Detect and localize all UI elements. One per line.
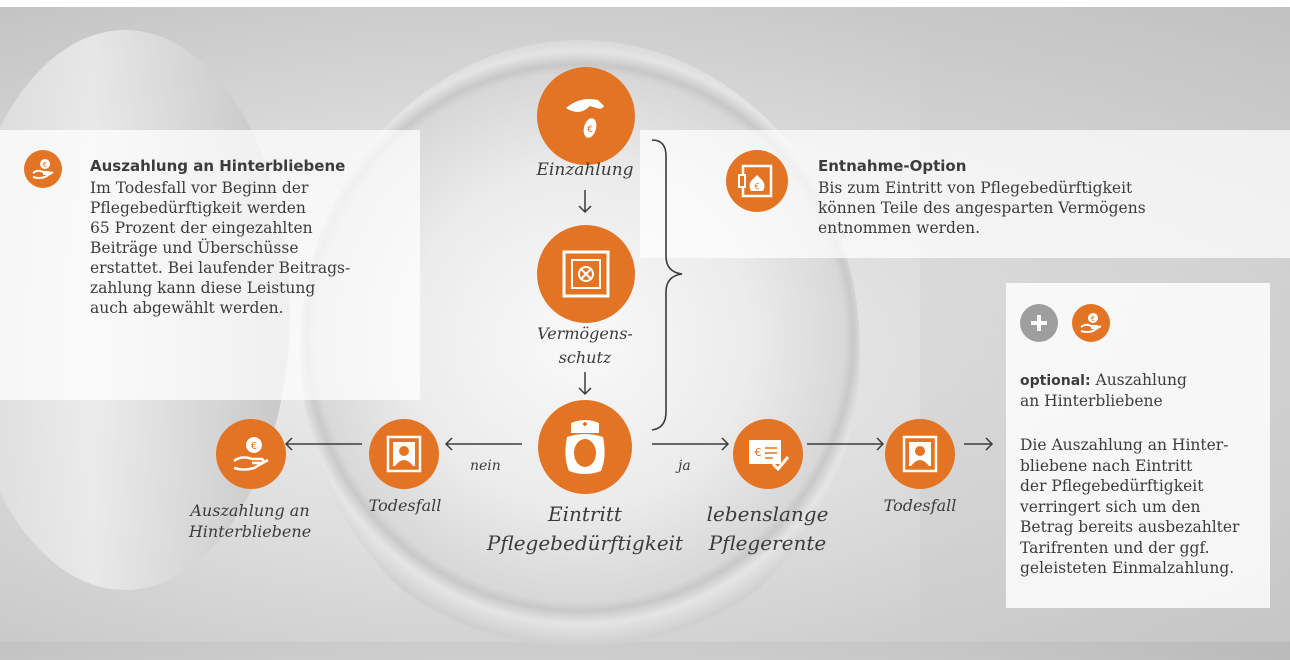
eintritt-line: Pflegebedürftigkeit <box>486 531 684 555</box>
right-panel-line: Tarifrenten und der ggf. <box>1020 538 1210 557</box>
hand-coin-deposit-icon: € <box>537 67 635 165</box>
left-panel-text: Im Todesfall vor Beginn der Pflegebedürf… <box>90 178 410 318</box>
ja-label: ja <box>678 458 691 474</box>
left-panel-line: Im Todesfall vor Beginn der <box>90 179 309 197</box>
top-panel-title: Entnahme-Option <box>818 157 967 175</box>
svg-text:€: € <box>43 161 47 169</box>
svg-text:€: € <box>1091 315 1095 323</box>
right-panel-line: bliebene nach Eintritt <box>1020 456 1193 475</box>
hand-coin-icon: € <box>24 150 62 188</box>
top-panel-line: Bis zum Eintritt von Pflegebedürftigkeit <box>818 179 1133 197</box>
vermoegensschutz-label: Vermögens- schutz <box>500 322 670 370</box>
eintritt-line: Eintritt <box>548 502 622 526</box>
vault-money-bag-icon: € <box>726 150 788 212</box>
safe-icon <box>537 225 635 323</box>
curly-brace <box>651 139 683 431</box>
vermoegensschutz-line: Vermögens- <box>537 324 633 343</box>
todesfall-right-label: Todesfall <box>883 496 957 515</box>
right-panel-text: Die Auszahlung an Hinter- bliebene nach … <box>1020 435 1265 579</box>
left-panel-line: Pflegebedürftigkeit werden <box>90 199 306 217</box>
hand-coin-icon: € <box>1072 304 1110 342</box>
right-panel-line: der Pflegebedürftigkeit <box>1020 477 1204 495</box>
svg-text:€: € <box>755 446 762 459</box>
vermoegensschutz-line: schutz <box>558 348 612 367</box>
left-panel-line: auch abgewählt werden. <box>90 299 284 317</box>
left-panel-line: zahlung kann diese Leistung <box>90 279 316 297</box>
pension-document-icon: € <box>733 419 803 489</box>
nein-label: nein <box>470 458 501 474</box>
left-panel-title: Auszahlung an Hinterbliebene <box>90 157 346 175</box>
top-panel-text: Bis zum Eintritt von Pflegebedürftigkeit… <box>818 178 1218 238</box>
eintritt-label: Eintritt Pflegebedürftigkeit <box>470 500 700 558</box>
hand-coin-payout-icon: € <box>216 419 286 489</box>
optional-text-1: Auszahlung <box>1095 371 1187 389</box>
left-panel-line: erstattet. Bei laufender Beitrags- <box>90 259 351 277</box>
arrow-down-2 <box>578 372 592 396</box>
right-panel-line: Betrag bereits ausbezahlter <box>1020 518 1240 536</box>
auszahlung-label: Auszahlung an Hinterbliebene <box>175 500 325 542</box>
nurse-icon <box>538 400 632 494</box>
right-panel-line: geleisteten Einmalzahlung. <box>1020 559 1235 577</box>
arrow-left-nein <box>444 437 522 451</box>
portrait-frame-icon <box>885 419 955 489</box>
svg-text:€: € <box>754 182 759 191</box>
arrow-right-ja <box>652 437 730 451</box>
optional-text: optional: Auszahlung an Hinterbliebene <box>1020 370 1260 411</box>
todesfall-left-label: Todesfall <box>368 496 442 515</box>
svg-text:€: € <box>251 441 257 452</box>
top-border <box>0 0 1290 7</box>
svg-text:€: € <box>587 125 593 135</box>
arrow-down-1 <box>578 190 592 214</box>
optional-text-2: an Hinterbliebene <box>1020 392 1163 410</box>
portrait-frame-icon <box>369 419 439 489</box>
auszahlung-line: Auszahlung an <box>190 501 310 520</box>
left-panel-line: 65 Prozent der eingezahlten <box>90 219 313 237</box>
pflegerente-line: lebenslange <box>706 502 829 526</box>
pflegerente-label: lebenslange Pflegerente <box>700 500 835 558</box>
top-panel-line: können Teile des angesparten Vermögens <box>818 199 1146 217</box>
left-panel-background <box>0 130 420 400</box>
pflegerente-line: Pflegerente <box>708 531 827 555</box>
arrow-right-pflegerente <box>807 437 885 451</box>
optional-label: optional: <box>1020 373 1091 389</box>
left-panel-line: Beiträge und Überschüsse <box>90 239 299 257</box>
right-panel-line: verringert sich um den <box>1020 497 1201 516</box>
arrow-left-todesfall <box>284 437 362 451</box>
einzahlung-label: Einzahlung <box>536 160 634 180</box>
auszahlung-line: Hinterbliebene <box>188 522 312 541</box>
top-panel-line: entnommen werden. <box>818 219 981 237</box>
arrow-right-todesfall <box>964 437 994 451</box>
plus-icon <box>1020 304 1058 342</box>
right-panel-line: Die Auszahlung an Hinter- <box>1020 436 1229 454</box>
